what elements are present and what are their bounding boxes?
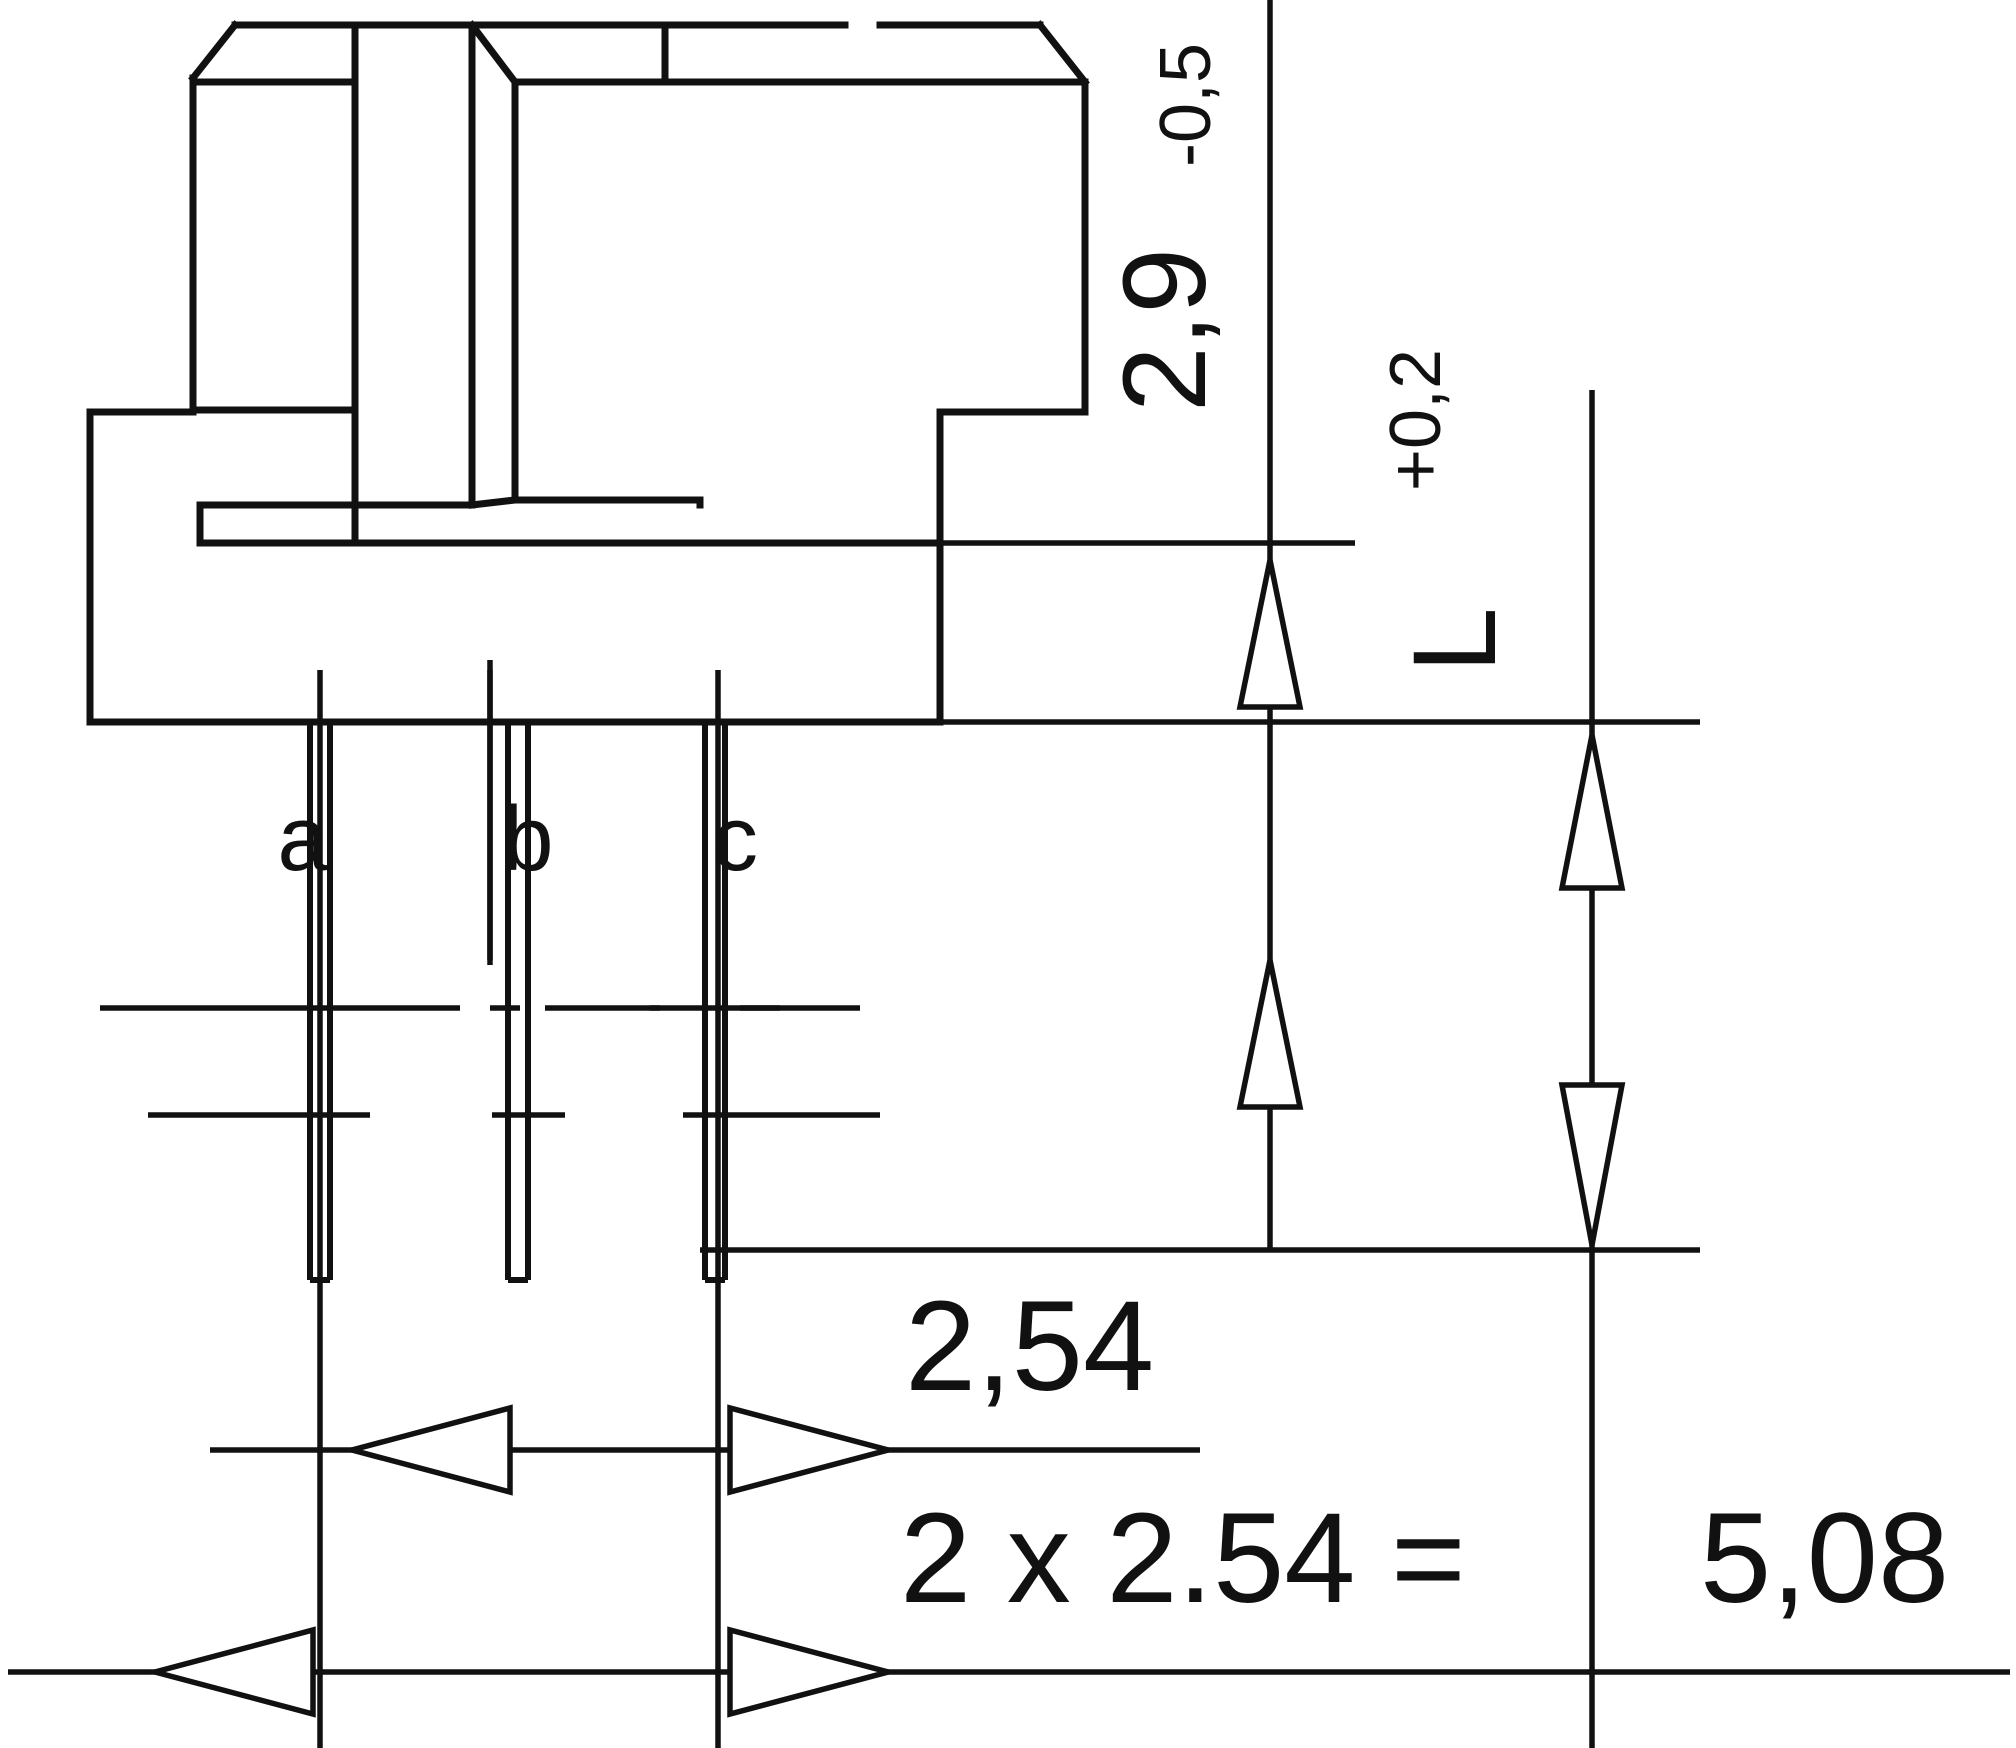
pin-label-b: b: [502, 788, 553, 890]
pin-group-c: [650, 722, 880, 1283]
arrow-down-2-9: [1236, 559, 1304, 710]
arrow-right-5-08: [727, 1626, 899, 1718]
arrow-right-2-54: [727, 1404, 899, 1496]
arrow-left-5-08: [144, 1626, 316, 1718]
dimension-height-2-9: [1236, 0, 1304, 1250]
dim-pin-length-tolerance: +0,2: [1376, 349, 1456, 491]
pin-center-lines: [317, 660, 721, 1748]
pin-label-c: c: [712, 788, 758, 890]
pin-group-a: [100, 722, 370, 1283]
pin-group-b: [490, 722, 565, 1283]
dim-height-tolerance: -0,5: [1146, 43, 1226, 167]
arrow-up-2-9: [1236, 959, 1304, 1110]
dim-pin-length-symbol: L: [1389, 607, 1521, 673]
dimension-pitch-2-54: [210, 1404, 1200, 1496]
arrow-left-2-54: [341, 1404, 513, 1496]
arrow-up-L: [1558, 1082, 1626, 1246]
connector-housing-outline: [86, 20, 1700, 726]
dim-height-value: 2,9: [1099, 248, 1231, 412]
dim-total-expression: 2 x 2.54 =: [900, 1487, 1466, 1630]
pin-label-a: a: [277, 788, 329, 890]
pin-reference-lines: [345, 1005, 1700, 1253]
dim-pitch-value: 2,54: [905, 1275, 1154, 1418]
dimension-pin-length-L: [1558, 390, 1626, 1748]
dimension-total-span-5-08: [8, 1626, 2010, 1718]
dim-total-value: 5,08: [1700, 1487, 1949, 1630]
arrow-down-L: [1558, 734, 1626, 891]
